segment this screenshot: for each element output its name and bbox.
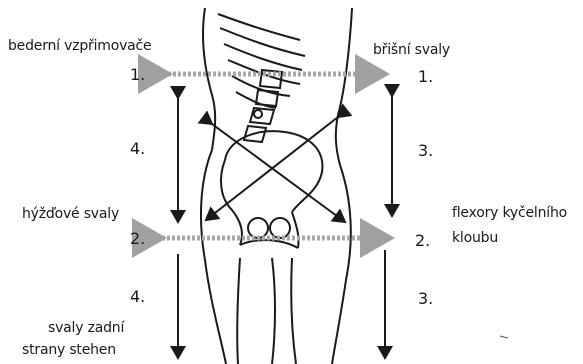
legs-outline — [201, 150, 351, 364]
torso-outline — [203, 8, 352, 165]
diagonal-force-arrows — [206, 117, 345, 222]
vertical-arrows — [178, 96, 392, 358]
number-left-4-upper: 4. — [130, 140, 145, 158]
number-right-3-upper: 3. — [418, 142, 433, 160]
number-right-3-lower: 3. — [418, 290, 433, 308]
label-lumbar-erectors: bederní vzpřimovače — [8, 38, 151, 55]
label-gluteal-muscles: hýžďové svaly — [22, 206, 119, 223]
stray-mark — [500, 336, 508, 338]
horizontal-balance-arrows — [162, 74, 390, 238]
label-hip-flexors-line2: kloubu — [452, 230, 498, 247]
label-abdominal-muscles: břišní svaly — [373, 42, 450, 59]
number-right-2: 2. — [415, 232, 430, 250]
label-hip-flexors-line1: flexory kyčelního — [452, 205, 567, 222]
number-left-2: 2. — [130, 230, 145, 248]
label-hamstrings-line2: strany stehen — [22, 342, 116, 359]
number-left-4-lower: 4. — [130, 288, 145, 306]
number-right-1: 1. — [418, 68, 433, 86]
label-hamstrings-line1: svaly zadní — [48, 320, 124, 337]
number-left-1: 1. — [130, 66, 145, 84]
pelvis-bones — [221, 131, 322, 248]
ribcage — [218, 14, 305, 108]
